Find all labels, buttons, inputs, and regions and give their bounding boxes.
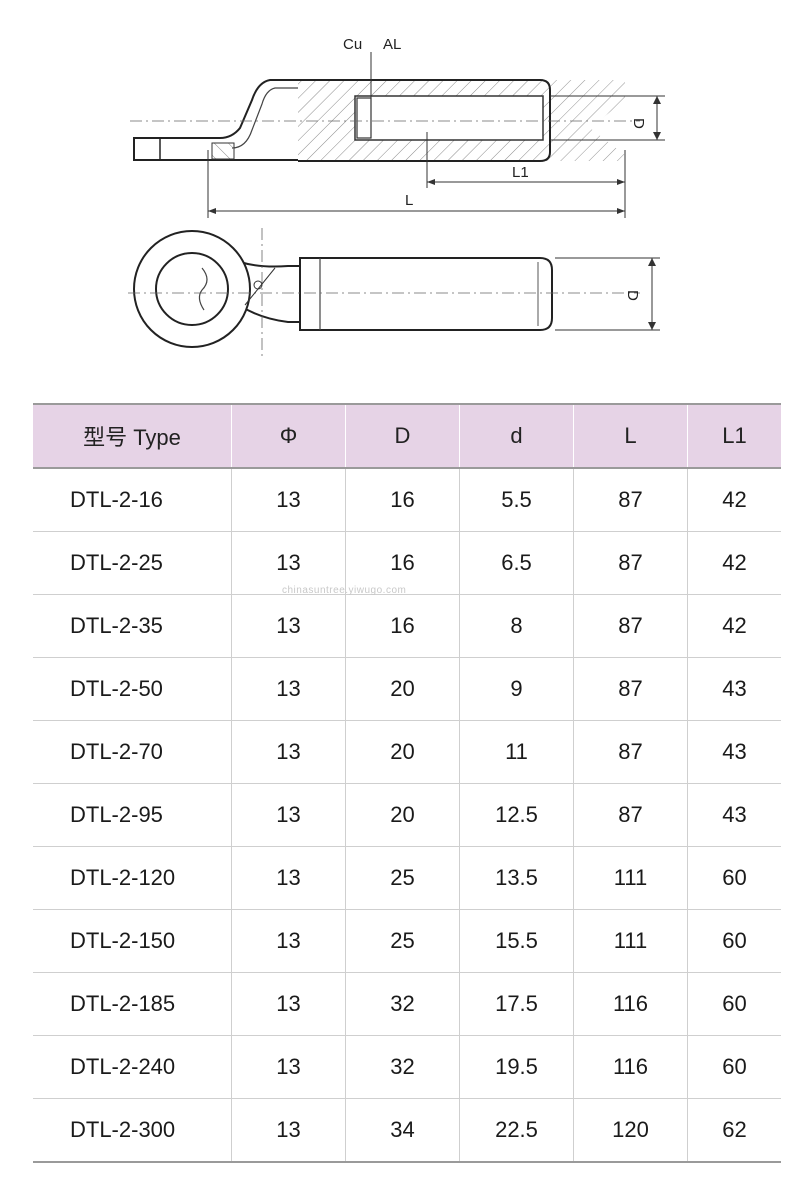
cell-l1: 60 bbox=[687, 972, 781, 1036]
label-d-top: D bbox=[630, 118, 647, 129]
header-l: L bbox=[573, 403, 688, 469]
technical-drawing: Cu AL D L1 L bbox=[0, 0, 800, 390]
cell-l: 116 bbox=[573, 972, 688, 1036]
cell-d-lower: 11 bbox=[459, 720, 574, 784]
header-d-lower: d bbox=[459, 403, 574, 469]
cell-l: 120 bbox=[573, 1098, 688, 1163]
cell-l1: 43 bbox=[687, 720, 781, 784]
header-d-upper: D bbox=[345, 403, 460, 469]
cell-type: DTL-2-25 bbox=[33, 531, 232, 595]
cell-d-upper: 25 bbox=[345, 909, 460, 973]
cell-d-lower: 22.5 bbox=[459, 1098, 574, 1163]
cell-d-upper: 34 bbox=[345, 1098, 460, 1163]
cell-l: 87 bbox=[573, 531, 688, 595]
cell-l1: 43 bbox=[687, 657, 781, 721]
cell-l1: 42 bbox=[687, 594, 781, 658]
cell-d-upper: 32 bbox=[345, 1035, 460, 1099]
cell-type: DTL-2-150 bbox=[33, 909, 232, 973]
cell-d-upper: 25 bbox=[345, 846, 460, 910]
label-cu: Cu bbox=[343, 36, 362, 53]
cell-d-lower: 19.5 bbox=[459, 1035, 574, 1099]
cell-d-upper: 16 bbox=[345, 531, 460, 595]
label-d-bottom: D bbox=[624, 290, 641, 301]
cell-phi: 13 bbox=[231, 720, 346, 784]
header-row: 型号 Type Φ D d L L1 bbox=[33, 403, 781, 469]
cell-d-upper: 20 bbox=[345, 657, 460, 721]
side-section-view: Cu AL D L1 L bbox=[130, 36, 665, 218]
cell-type: DTL-2-120 bbox=[33, 846, 232, 910]
cell-phi: 13 bbox=[231, 909, 346, 973]
cell-d-lower: 12.5 bbox=[459, 783, 574, 847]
cell-type: DTL-2-240 bbox=[33, 1035, 232, 1099]
cell-d-lower: 15.5 bbox=[459, 909, 574, 973]
header-l1: L1 bbox=[687, 403, 781, 469]
cell-phi: 13 bbox=[231, 783, 346, 847]
header-type: 型号 Type bbox=[33, 403, 232, 469]
cell-l1: 43 bbox=[687, 783, 781, 847]
cell-phi: 13 bbox=[231, 594, 346, 658]
cell-d-lower: 6.5 bbox=[459, 531, 574, 595]
cell-l: 87 bbox=[573, 657, 688, 721]
cell-type: DTL-2-185 bbox=[33, 972, 232, 1036]
cell-phi: 13 bbox=[231, 846, 346, 910]
cell-type: DTL-2-50 bbox=[33, 657, 232, 721]
cell-l: 111 bbox=[573, 846, 688, 910]
label-l1: L1 bbox=[512, 164, 529, 181]
cell-l1: 62 bbox=[687, 1098, 781, 1163]
cell-d-upper: 16 bbox=[345, 468, 460, 532]
cell-type: DTL-2-16 bbox=[33, 468, 232, 532]
cell-type: DTL-2-70 bbox=[33, 720, 232, 784]
label-l: L bbox=[405, 192, 413, 209]
cell-phi: 13 bbox=[231, 972, 346, 1036]
cell-d-lower: 5.5 bbox=[459, 468, 574, 532]
watermark: chinasuntree.yiwugo.com bbox=[282, 585, 407, 596]
cell-d-upper: 32 bbox=[345, 972, 460, 1036]
cell-l: 87 bbox=[573, 594, 688, 658]
cell-l: 116 bbox=[573, 1035, 688, 1099]
cell-l: 87 bbox=[573, 720, 688, 784]
cell-phi: 13 bbox=[231, 1098, 346, 1163]
cell-d-lower: 13.5 bbox=[459, 846, 574, 910]
cell-d-upper: 20 bbox=[345, 783, 460, 847]
cell-l1: 42 bbox=[687, 468, 781, 532]
cell-d-upper: 16 bbox=[345, 594, 460, 658]
cell-l1: 60 bbox=[687, 1035, 781, 1099]
cell-l1: 60 bbox=[687, 909, 781, 973]
cell-phi: 13 bbox=[231, 468, 346, 532]
cell-d-lower: 8 bbox=[459, 594, 574, 658]
cell-type: DTL-2-35 bbox=[33, 594, 232, 658]
cell-d-upper: 20 bbox=[345, 720, 460, 784]
cell-d-lower: 9 bbox=[459, 657, 574, 721]
cell-phi: 13 bbox=[231, 531, 346, 595]
cell-phi: 13 bbox=[231, 657, 346, 721]
cell-l1: 42 bbox=[687, 531, 781, 595]
cell-type: DTL-2-300 bbox=[33, 1098, 232, 1163]
cell-type: DTL-2-95 bbox=[33, 783, 232, 847]
cell-l1: 60 bbox=[687, 846, 781, 910]
cell-l: 111 bbox=[573, 909, 688, 973]
cell-l: 87 bbox=[573, 783, 688, 847]
cell-d-lower: 17.5 bbox=[459, 972, 574, 1036]
cell-phi: 13 bbox=[231, 1035, 346, 1099]
top-view: D bbox=[128, 228, 660, 358]
header-phi: Φ bbox=[231, 403, 346, 469]
label-al: AL bbox=[383, 36, 401, 53]
lug-drawing-svg: Cu AL D L1 L bbox=[128, 36, 665, 358]
cell-l: 87 bbox=[573, 468, 688, 532]
